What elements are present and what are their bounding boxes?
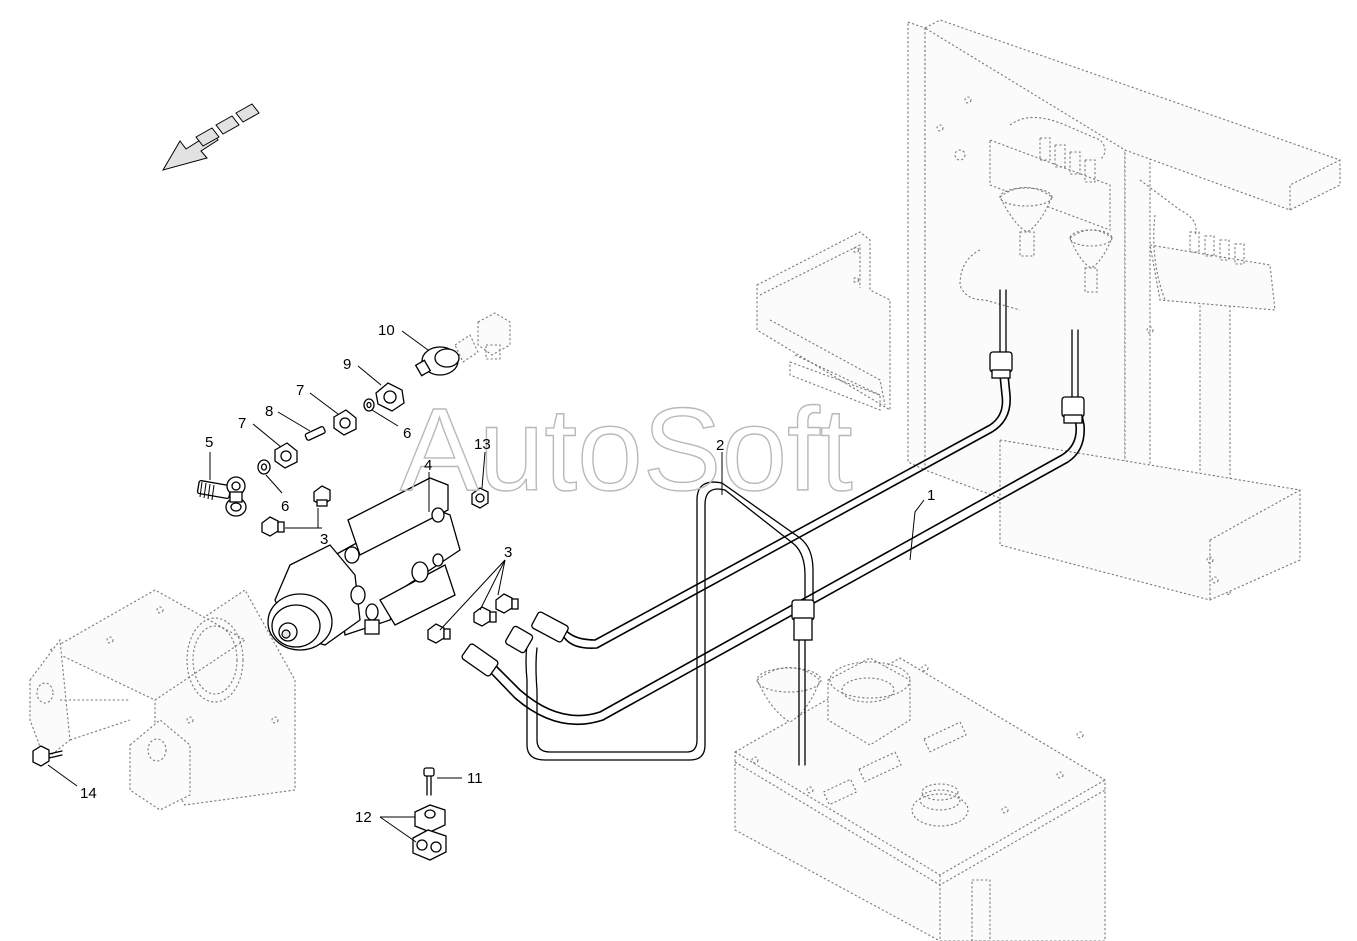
bolt-11 — [423, 767, 435, 796]
callout-3-upper: 3 — [320, 531, 328, 548]
chassis-bracket — [29, 589, 296, 811]
plug-3-lower-c — [427, 623, 451, 644]
hydraulic-tank — [734, 657, 1106, 941]
callout-1: 1 — [927, 487, 935, 504]
machine-frame — [756, 19, 1341, 601]
leader-lines — [47, 330, 925, 843]
callout-8: 8 — [265, 403, 273, 420]
callout-5: 5 — [205, 434, 213, 451]
callout-2: 2 — [716, 437, 724, 454]
callout-14: 14 — [80, 785, 97, 802]
hydraulic-tubes — [489, 289, 1085, 766]
callout-9: 9 — [343, 356, 351, 373]
direction-arrow-icon — [161, 103, 260, 171]
callout-11: 11 — [467, 770, 483, 787]
nut-7-a — [274, 442, 298, 469]
small-parts — [32, 312, 519, 861]
callout-7-upper: 7 — [296, 382, 304, 399]
watermark: AutoSoft — [400, 384, 853, 516]
callout-13: 13 — [474, 436, 491, 453]
bolt-14 — [32, 745, 63, 767]
pump-unit — [267, 477, 461, 651]
callout-10: 10 — [378, 322, 395, 339]
callout-labels: 1 2 3 3 4 5 6 6 7 7 8 9 10 11 12 13 14 — [80, 322, 935, 826]
callout-3-lower: 3 — [504, 544, 512, 561]
plug-3-lower-a — [495, 593, 519, 614]
callout-6-upper: 6 — [403, 425, 411, 442]
callout-6-lower: 6 — [281, 498, 289, 515]
adapter-9 — [375, 382, 405, 412]
callout-7-lower: 7 — [238, 415, 246, 432]
plug-3-lower-b — [473, 606, 497, 627]
clamp-12 — [412, 804, 447, 861]
nut-7-b — [333, 409, 357, 436]
plug-3-upper-a — [313, 485, 331, 507]
plug-3-upper-b — [261, 516, 285, 537]
callout-4: 4 — [424, 457, 432, 474]
callout-12: 12 — [355, 809, 372, 826]
pressure-switch-10 — [414, 312, 511, 377]
banjo-fitting-5 — [196, 476, 247, 517]
tube-fittings — [461, 351, 1085, 677]
valve-block-assembly — [959, 116, 1276, 311]
